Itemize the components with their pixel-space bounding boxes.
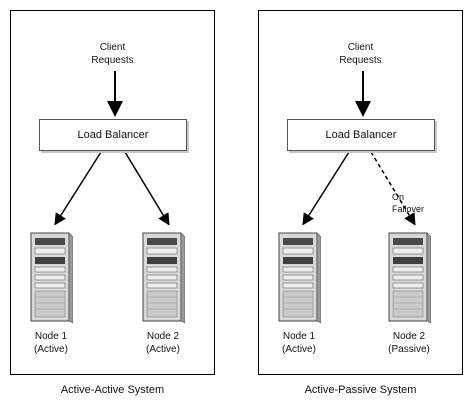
- node-name: Node 2: [392, 331, 426, 342]
- active-active-panel: Client Requests Load Balancer Node 1 (Ac…: [10, 10, 215, 375]
- node-status: (Active): [34, 344, 68, 355]
- client-line-2: Requests: [91, 55, 134, 66]
- active-passive-arrows: [302, 71, 416, 226]
- node-name: Node 2: [146, 331, 180, 342]
- client-requests-label: Client Requests: [259, 41, 462, 67]
- server-icon: [388, 232, 431, 323]
- load-balancer-box: Load Balancer: [39, 119, 187, 151]
- node-name: Node 1: [34, 331, 68, 342]
- server-icon: [142, 232, 185, 323]
- client-line-2: Requests: [339, 55, 382, 66]
- client-line-1: Client: [347, 42, 374, 53]
- node-status: (Active): [282, 344, 316, 355]
- server-icon: [278, 232, 321, 323]
- active-passive-panel: Client Requests Load Balancer On Failove…: [258, 10, 463, 375]
- active-active-caption: Active-Active System: [60, 384, 165, 396]
- active-active-arrows: [54, 71, 170, 226]
- node-name: Node 1: [282, 331, 316, 342]
- load-balancer-box: Load Balancer: [287, 119, 435, 151]
- server-icon: [30, 232, 73, 323]
- active-passive-caption: Active-Passive System: [304, 384, 417, 396]
- node-1-label: Node 1 (Active): [269, 330, 329, 356]
- lb-to-node2-arrow: [124, 151, 170, 226]
- node-1-label: Node 1 (Active): [21, 330, 81, 356]
- client-line-1: Client: [99, 42, 126, 53]
- node-2-label: Node 2 (Active): [133, 330, 193, 356]
- client-requests-label: Client Requests: [11, 41, 214, 67]
- failover-line-2: Failover: [392, 204, 425, 214]
- node-status: (Passive): [388, 344, 430, 355]
- failover-line-1: On: [392, 192, 405, 202]
- lb-to-node1-arrow: [54, 151, 102, 226]
- lb-to-node1-arrow: [302, 151, 350, 226]
- node-status: (Active): [146, 344, 180, 355]
- failover-label: On Failover: [392, 191, 424, 215]
- node-2-label: Node 2 (Passive): [379, 330, 439, 356]
